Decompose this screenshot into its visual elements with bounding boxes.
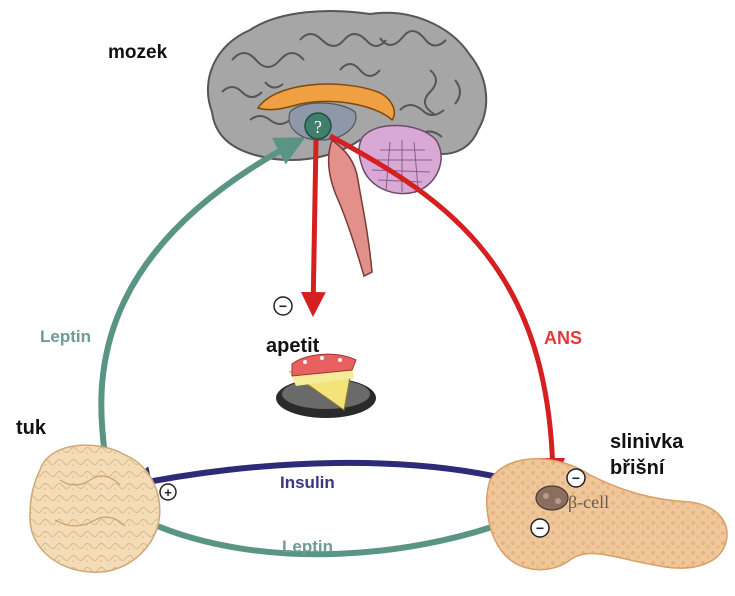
insulin-label: Insulin (280, 473, 335, 492)
pancreas-label-line1: slinivka (610, 431, 684, 453)
appetite-label: apetit (266, 335, 320, 357)
pancreas-label-line2: břišní (610, 457, 666, 479)
beta-cell-icon (536, 486, 568, 510)
fat-tissue-illustration (30, 445, 160, 572)
leptin-arrow-to-pancreas (148, 512, 532, 554)
svg-text:−: − (279, 298, 287, 314)
svg-text:+: + (164, 485, 172, 500)
ans-arrow (330, 136, 553, 478)
fat-stimulation-sign: + (160, 484, 176, 500)
appetite-inhibition-sign: − (274, 297, 292, 315)
ans-label: ANS (544, 328, 582, 348)
beta-cell-label: β-cell (568, 492, 609, 512)
leptin-left-label: Leptin (40, 327, 91, 346)
fat-label: tuk (16, 417, 47, 439)
beta-cell-upper-sign: − (567, 469, 585, 487)
pancreas-illustration (487, 459, 727, 570)
hypothalamus-question-mark: ? (314, 117, 322, 137)
beta-cell-lower-sign: − (531, 519, 549, 537)
brain-label: mozek (108, 42, 168, 63)
leptin-arrow-to-brain (101, 140, 300, 455)
svg-text:−: − (536, 520, 544, 536)
leptin-bottom-label: Leptin (282, 537, 333, 556)
cake-slice-icon (276, 354, 376, 418)
svg-text:−: − (572, 470, 580, 486)
appetite-arrow (313, 140, 316, 312)
